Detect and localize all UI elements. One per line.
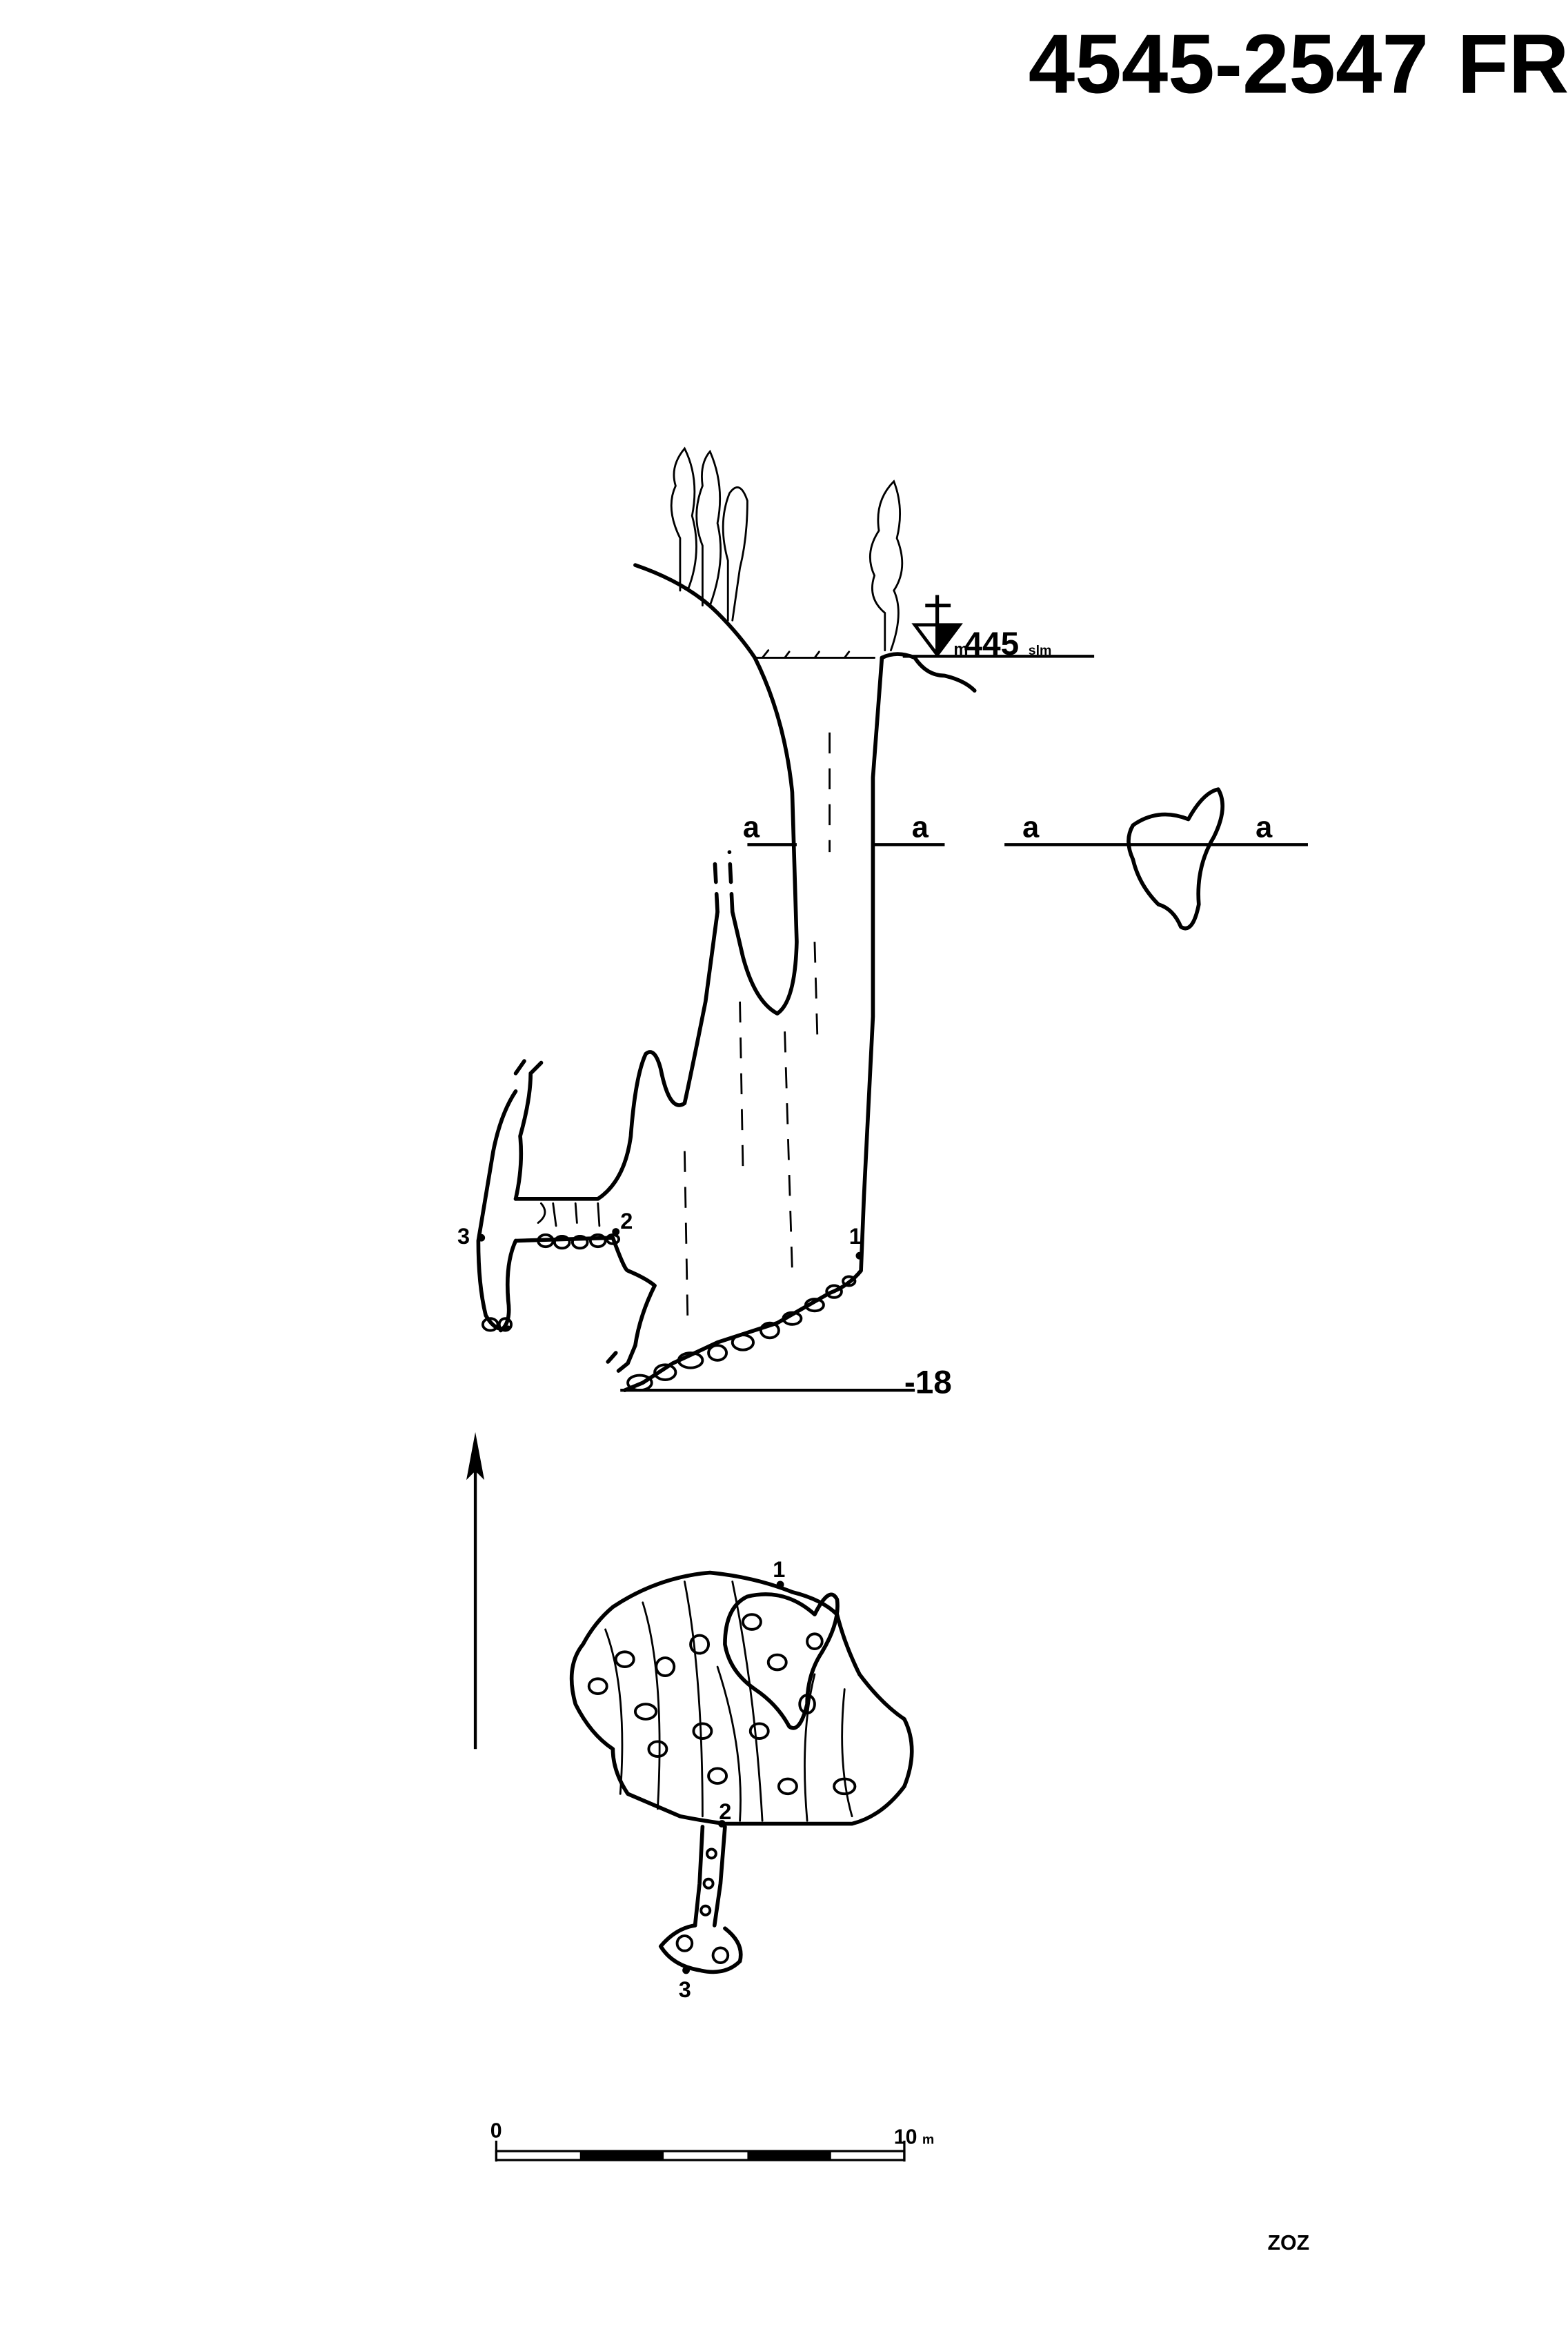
- scale-end-label: 10: [894, 2126, 917, 2148]
- elevation-unit: slm: [1029, 643, 1052, 658]
- profile-station-1: 1: [849, 1224, 862, 1249]
- scale-start-label: 0: [490, 2120, 502, 2143]
- elevation-value: 445: [964, 626, 1020, 662]
- author-initials: ZOZ: [1267, 2232, 1309, 2255]
- section-label-left: a: [743, 811, 760, 844]
- scale-bar: [495, 2140, 906, 2162]
- cave-profile: [476, 655, 915, 1393]
- cave-plan: [569, 1570, 914, 1974]
- profile-station-2: 2: [620, 1209, 633, 1234]
- north-arrow-icon: [466, 1431, 485, 1750]
- catalog-code: 4545-2547: [1029, 17, 1429, 110]
- ground-line-right: [880, 652, 977, 693]
- trees-icon: [670, 446, 904, 652]
- section-label-right: a: [912, 811, 929, 844]
- depth-label: -18: [904, 1365, 952, 1401]
- cross-section-outline: [1127, 787, 1224, 931]
- region-code: FR: [1458, 17, 1568, 110]
- elevation-prefix: m: [953, 640, 968, 659]
- profile-station-3: 3: [457, 1224, 470, 1249]
- plan-station-2: 2: [719, 1799, 731, 1824]
- cross-section-label-left: a: [1022, 811, 1040, 844]
- cross-section-label-right: a: [1256, 811, 1273, 844]
- plan-station-3: 3: [679, 1977, 691, 2002]
- plan-station-1: 1: [773, 1557, 785, 1582]
- scale-unit: m: [922, 2132, 934, 2147]
- ground-line-left: [633, 563, 757, 660]
- benchmark-icon: [911, 595, 963, 658]
